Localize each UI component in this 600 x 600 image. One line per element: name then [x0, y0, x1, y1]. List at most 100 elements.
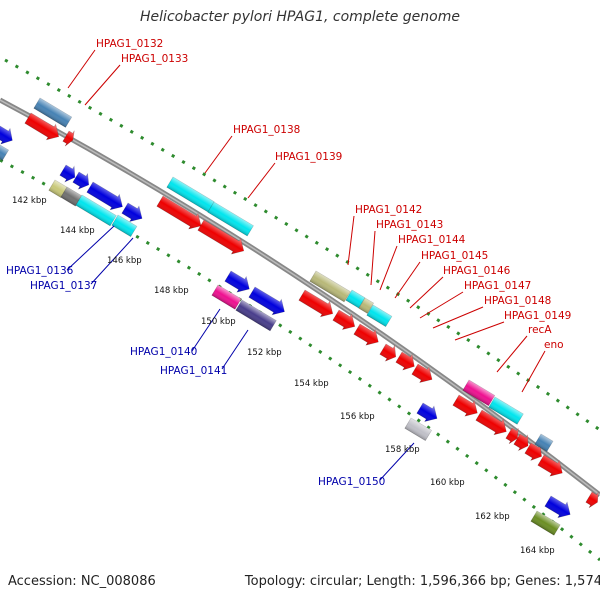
- label-leader-line: [67, 49, 96, 89]
- kbp-tick-label: 160 kbp: [430, 478, 465, 488]
- gene-label[interactable]: HPAG1_0143: [376, 219, 443, 231]
- label-leader-line: [221, 329, 249, 370]
- reverse-gene-feature[interactable]: [60, 186, 82, 207]
- label-leader-line: [247, 162, 276, 199]
- label-leader-line: [521, 350, 546, 393]
- forward-gene-feature[interactable]: [366, 304, 393, 328]
- reverse-gene-feature[interactable]: [0, 144, 9, 161]
- gene-label[interactable]: HPAG1_0150: [318, 476, 385, 488]
- reverse-gene-feature[interactable]: [75, 194, 117, 227]
- kbp-tick-label: 152 kbp: [247, 348, 282, 358]
- forward-gene-feature[interactable]: [451, 392, 482, 420]
- kbp-tick-label: 142 kbp: [12, 196, 47, 206]
- gene-label[interactable]: HPAG1_0136: [6, 265, 74, 277]
- forward-gene-feature[interactable]: [512, 431, 532, 453]
- reverse-gene-feature[interactable]: [48, 179, 68, 198]
- gene-label[interactable]: eno: [544, 339, 564, 351]
- label-leader-line: [347, 215, 355, 266]
- forward-gene-feature[interactable]: [523, 440, 546, 464]
- gene-label[interactable]: HPAG1_0133: [121, 53, 188, 65]
- kbp-tick-label: 154 kbp: [294, 379, 329, 389]
- gene-label[interactable]: HPAG1_0145: [421, 250, 488, 262]
- forward-gene-feature[interactable]: [536, 452, 567, 480]
- inner-tick-line: [0, 158, 600, 562]
- gene-label[interactable]: HPAG1_0149: [504, 310, 571, 322]
- accession-text: Accession: NC_008086: [8, 574, 156, 589]
- forward-gene-feature[interactable]: [462, 379, 496, 407]
- gene-label[interactable]: HPAG1_0141: [160, 365, 227, 377]
- reverse-gene-feature[interactable]: [247, 284, 289, 319]
- gene-label[interactable]: HPAG1_0139: [275, 151, 342, 163]
- genome-info-text: Topology: circular; Length: 1,596,366 bp…: [244, 574, 600, 589]
- gene-label[interactable]: HPAG1_0146: [443, 265, 511, 277]
- reverse-gene-feature[interactable]: [223, 268, 254, 296]
- reverse-gene-feature[interactable]: [235, 299, 277, 332]
- reverse-gene-feature[interactable]: [71, 169, 93, 192]
- kbp-tick-label: 158 kbp: [385, 445, 420, 455]
- reverse-gene-feature[interactable]: [404, 417, 432, 442]
- label-leader-line: [84, 64, 121, 106]
- reverse-gene-feature[interactable]: [543, 493, 575, 522]
- forward-gene-feature[interactable]: [358, 297, 374, 314]
- gene-label[interactable]: HPAG1_0132: [96, 38, 163, 50]
- forward-gene-feature[interactable]: [196, 217, 248, 258]
- forward-gene-feature[interactable]: [23, 110, 63, 144]
- kbp-tick-label: 150 kbp: [201, 317, 236, 327]
- forward-gene-feature[interactable]: [166, 176, 215, 213]
- kbp-tick-label: 148 kbp: [154, 286, 189, 296]
- label-leader-line: [66, 225, 115, 271]
- forward-gene-feature[interactable]: [394, 349, 419, 374]
- forward-gene-feature[interactable]: [155, 193, 205, 233]
- kbp-tick-label: 144 kbp: [60, 226, 95, 236]
- label-leader-line: [419, 291, 464, 319]
- gene-label[interactable]: HPAG1_0148: [484, 295, 551, 307]
- forward-gene-feature[interactable]: [61, 128, 77, 148]
- tick-lines: [0, 58, 600, 562]
- outer-tick-line: [4, 58, 600, 432]
- forward-gene-feature[interactable]: [488, 396, 524, 425]
- forward-gene-feature[interactable]: [207, 201, 254, 237]
- forward-gene-feature[interactable]: [410, 361, 436, 387]
- reverse-gene-feature[interactable]: [58, 162, 79, 185]
- forward-gene-feature[interactable]: [504, 425, 522, 446]
- reverse-gene-feature[interactable]: [120, 200, 146, 226]
- reverse-gene-feature[interactable]: [534, 433, 554, 452]
- label-leader-line: [204, 135, 233, 174]
- reverse-gene-feature[interactable]: [211, 284, 242, 310]
- gene-label[interactable]: HPAG1_0140: [130, 346, 197, 358]
- label-leader-line: [454, 321, 505, 341]
- label-leader-line: [394, 261, 421, 299]
- label-leader-line: [191, 308, 221, 352]
- reverse-gene-feature[interactable]: [530, 510, 561, 536]
- kbp-tick-label: 156 kbp: [340, 412, 375, 422]
- forward-gene-feature[interactable]: [352, 321, 383, 349]
- gene-label[interactable]: recA: [528, 324, 552, 336]
- kbp-tick-label: 162 kbp: [475, 512, 510, 522]
- label-leader-line: [496, 335, 528, 373]
- forward-gene-feature[interactable]: [345, 289, 366, 309]
- kbp-tick-label: 146 kbp: [107, 256, 142, 266]
- label-leader-line: [90, 237, 134, 285]
- kbp-tick-label: 164 kbp: [520, 546, 555, 556]
- forward-gene-feature[interactable]: [309, 270, 351, 303]
- forward-gene-feature[interactable]: [331, 307, 359, 334]
- gene-label[interactable]: HPAG1_0137: [30, 280, 97, 292]
- forward-gene-feature[interactable]: [378, 341, 400, 364]
- label-leader-line: [379, 245, 398, 291]
- reverse-gene-feature[interactable]: [111, 214, 138, 238]
- reverse-gene-feature[interactable]: [415, 400, 441, 426]
- reverse-gene-feature[interactable]: [0, 123, 17, 148]
- forward-gene-feature[interactable]: [584, 489, 600, 510]
- gene-label[interactable]: HPAG1_0142: [355, 204, 422, 216]
- forward-gene-feature[interactable]: [474, 407, 511, 439]
- genome-title: Helicobacter pylori HPAG1, complete geno…: [140, 9, 460, 25]
- gene-label[interactable]: HPAG1_0147: [464, 280, 531, 292]
- gene-label[interactable]: HPAG1_0144: [398, 234, 466, 246]
- gene-label[interactable]: HPAG1_0138: [233, 124, 300, 136]
- forward-gene-feature[interactable]: [297, 287, 337, 321]
- reverse-gene-feature[interactable]: [85, 179, 127, 214]
- label-leader-line: [370, 230, 376, 286]
- label-leader-line: [409, 276, 444, 309]
- forward-gene-feature[interactable]: [33, 97, 73, 128]
